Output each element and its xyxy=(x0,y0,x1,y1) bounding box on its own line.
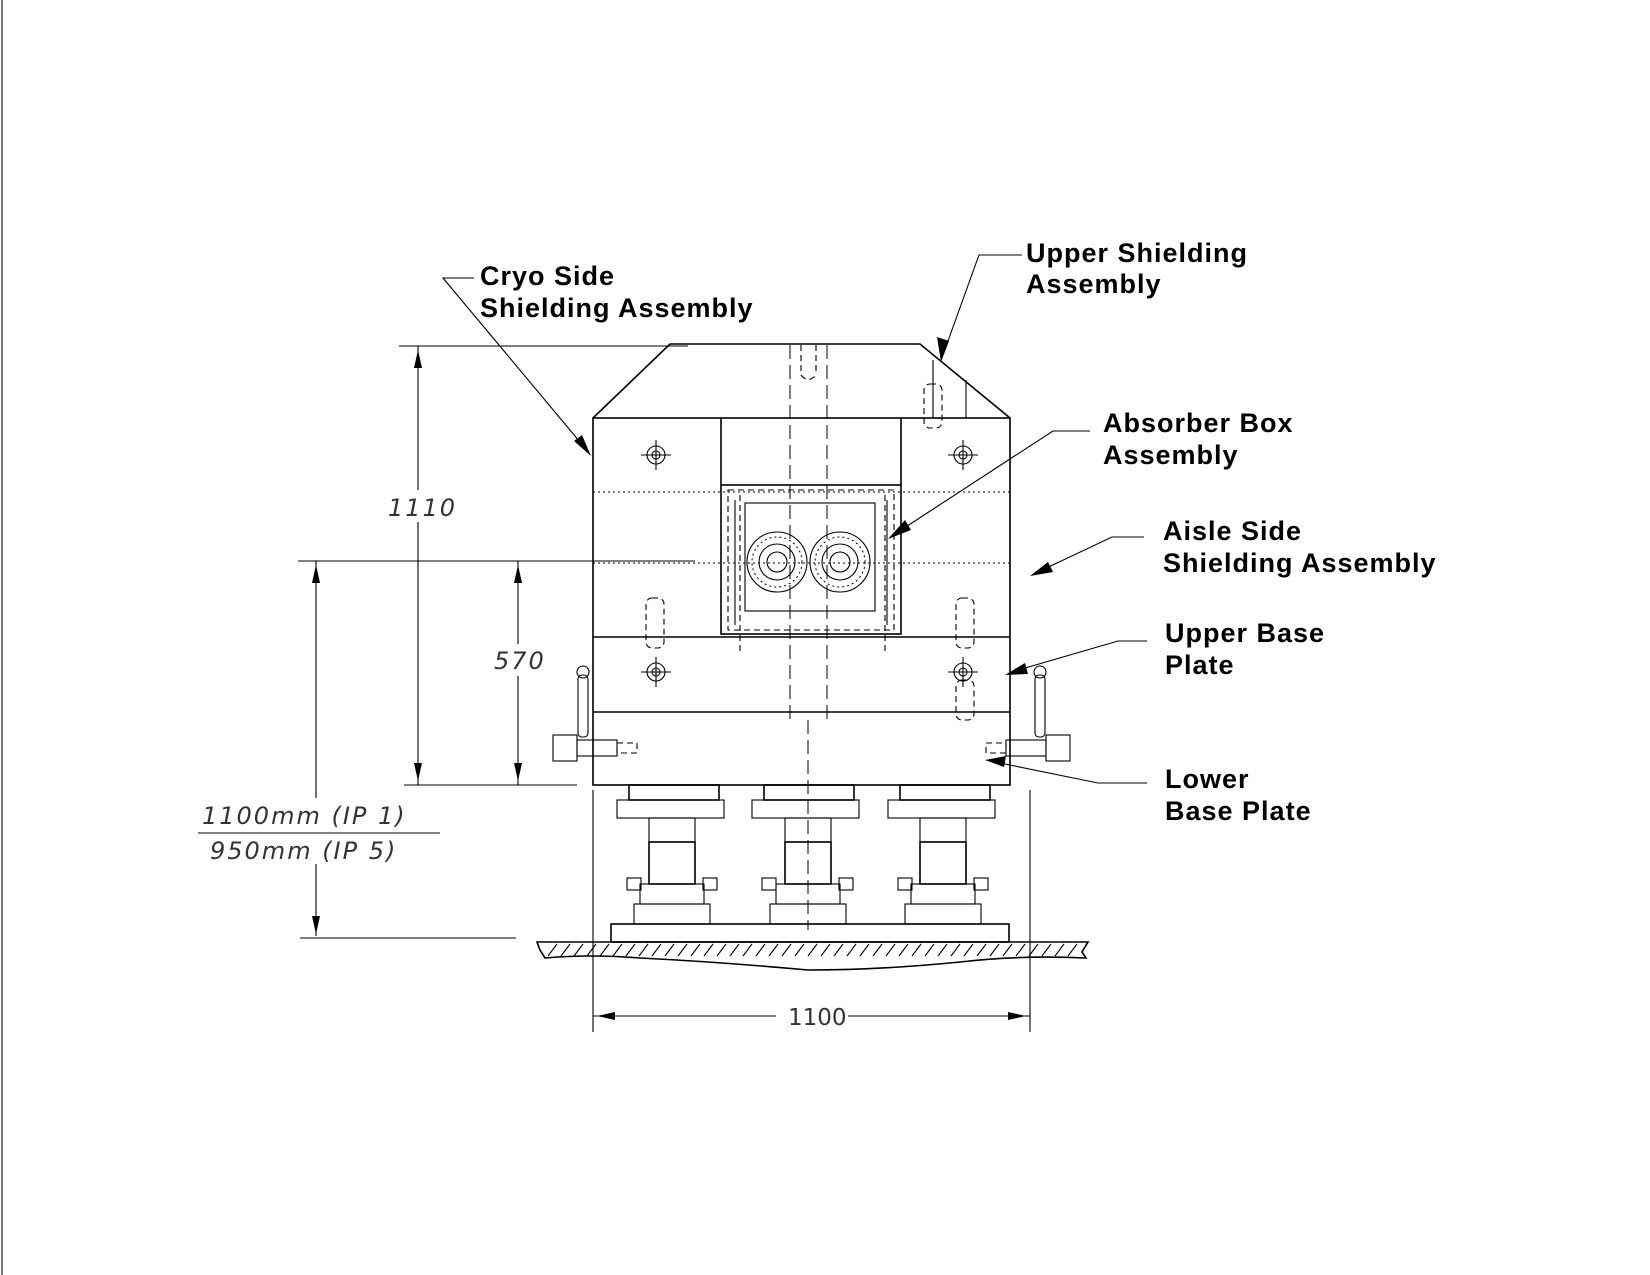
hatch-stroke xyxy=(807,943,818,957)
hatch-stroke xyxy=(573,943,584,957)
hatch-stroke xyxy=(560,943,571,957)
hatch-stroke xyxy=(794,943,805,957)
dimension-1100: 1100 xyxy=(592,790,1031,1032)
dimension-1100-text: 1100 xyxy=(788,1005,847,1031)
hatch-stroke xyxy=(833,943,844,957)
label-aisle-side-line1: Aisle Side xyxy=(1163,516,1302,546)
callout-upper-base-plate: Upper Base Plate xyxy=(1005,618,1325,680)
label-cryo-side-line1: Cryo Side xyxy=(480,261,615,291)
jack-support xyxy=(887,784,996,925)
hatch-stroke xyxy=(976,943,987,957)
hatch-stroke xyxy=(599,943,610,957)
hatch-stroke xyxy=(755,943,766,957)
hatch-stroke xyxy=(963,943,974,957)
shielding-block xyxy=(592,383,1011,786)
hatch-stroke xyxy=(820,943,831,957)
hatch-stroke xyxy=(846,943,857,957)
label-upper-base-line2: Plate xyxy=(1165,650,1235,680)
dimension-1110-text: 1110 xyxy=(388,494,457,522)
hatch-stroke xyxy=(1041,943,1052,957)
hatch-stroke xyxy=(1054,943,1065,957)
label-upper-base-line1: Upper Base xyxy=(1165,618,1325,648)
dimension-570: 570 xyxy=(298,560,695,786)
hatch-stroke xyxy=(989,943,1000,957)
dimension-570-text: 570 xyxy=(494,647,546,675)
dimension-ip5-text: 950mm (IP 5) xyxy=(210,837,397,865)
hatch-stroke xyxy=(547,943,558,957)
bolt-head xyxy=(948,657,978,687)
bolt-head xyxy=(948,440,978,470)
hatch-stroke xyxy=(703,943,714,957)
floor-base-plate xyxy=(610,923,1010,943)
upper-shielding-assembly xyxy=(592,343,1011,720)
hatch-stroke xyxy=(677,943,688,957)
hatch-stroke xyxy=(690,943,701,957)
hatch-stroke xyxy=(1015,943,1026,957)
label-absorber-box-line2: Assembly xyxy=(1103,440,1239,470)
label-cryo-side-line2: Shielding Assembly xyxy=(480,293,754,323)
callout-upper-shielding: Upper Shielding Assembly xyxy=(937,238,1248,362)
hatch-stroke xyxy=(1067,943,1078,957)
hatch-stroke xyxy=(742,943,753,957)
handle-right xyxy=(985,665,1071,762)
hatch-stroke xyxy=(859,943,870,957)
hatch-stroke xyxy=(729,943,740,957)
hatch-stroke xyxy=(586,943,597,957)
floor-hatch xyxy=(535,941,1090,971)
hatch-stroke xyxy=(872,943,883,957)
label-lower-base-line1: Lower xyxy=(1165,764,1250,794)
hatch-stroke xyxy=(885,943,896,957)
beam-pipe-flange xyxy=(809,531,871,593)
dimension-ip1-text: 1100mm (IP 1) xyxy=(202,802,407,830)
hatch-stroke xyxy=(768,943,779,957)
label-lower-base-line2: Base Plate xyxy=(1165,796,1312,826)
callout-aisle-side: Aisle Side Shielding Assembly xyxy=(1030,516,1437,578)
label-absorber-box-line1: Absorber Box xyxy=(1103,408,1294,438)
hatch-stroke xyxy=(651,943,662,957)
hatch-stroke xyxy=(625,943,636,957)
hatch-stroke xyxy=(1002,943,1013,957)
hatch-stroke xyxy=(911,943,922,957)
bolt-head xyxy=(641,657,671,687)
hatch-stroke xyxy=(664,943,675,957)
dimension-1110: 1110 xyxy=(383,345,688,785)
hatch-stroke xyxy=(638,943,649,957)
callout-lower-base-plate: Lower Base Plate xyxy=(985,756,1312,826)
hatch-stroke xyxy=(716,943,727,957)
hatch-stroke xyxy=(924,943,935,957)
beam-pipe-flange xyxy=(746,531,808,593)
hatch-stroke xyxy=(950,943,961,957)
label-aisle-side-line2: Shielding Assembly xyxy=(1163,548,1437,578)
label-upper-shielding-line1: Upper Shielding xyxy=(1026,238,1248,268)
callout-cryo-side: Cryo Side Shielding Assembly xyxy=(441,261,754,456)
absorber-box-assembly xyxy=(720,484,902,655)
hatch-stroke xyxy=(898,943,909,957)
dimension-floor-to-beam: 1100mm (IP 1) 950mm (IP 5) xyxy=(196,561,516,939)
hatch-stroke xyxy=(781,943,792,957)
handle-left xyxy=(552,665,638,762)
jack-support xyxy=(616,784,725,925)
jack-support xyxy=(751,784,860,925)
bolt-head xyxy=(641,440,671,470)
hatch-stroke xyxy=(937,943,948,957)
hatch-stroke xyxy=(612,943,623,957)
callout-absorber-box: Absorber Box Assembly xyxy=(888,408,1294,539)
label-upper-shielding-line2: Assembly xyxy=(1026,269,1162,299)
